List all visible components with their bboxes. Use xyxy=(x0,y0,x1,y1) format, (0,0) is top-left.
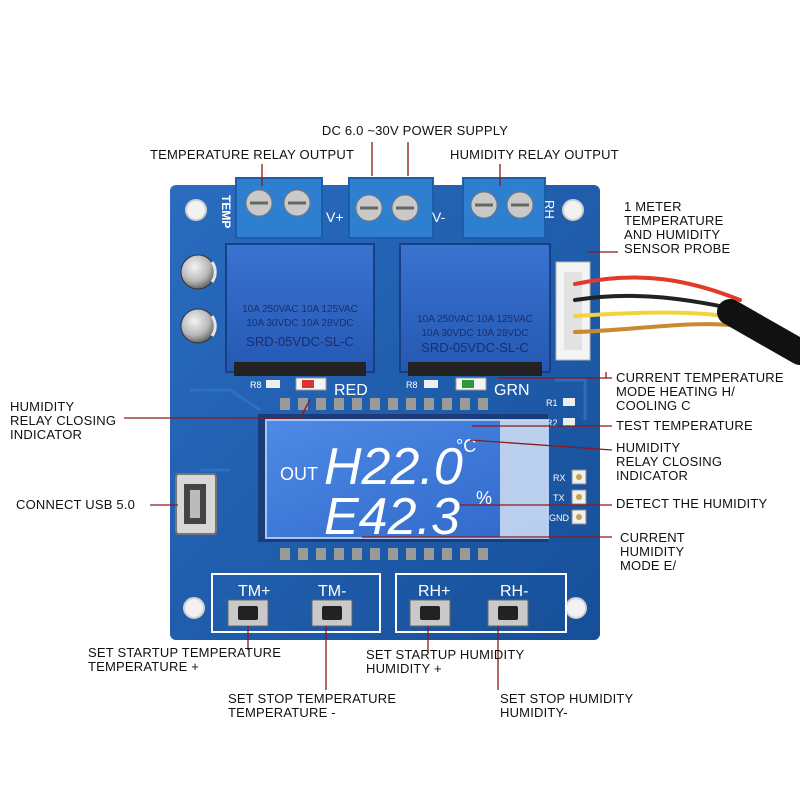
callout-set-startup-humidity: SET STARTUP HUMIDITY HUMIDITY + xyxy=(366,647,525,676)
capacitor-icon xyxy=(180,254,217,344)
rh-plus-silk: RH+ xyxy=(418,583,450,600)
button-rh-plus[interactable] xyxy=(409,599,451,627)
silk-r8-left: R8 xyxy=(250,380,262,390)
tm-minus-silk: TM- xyxy=(318,583,346,600)
uart-header xyxy=(571,469,587,525)
callout-current-humidity-mode: CURRENT HUMIDITY MODE E/ xyxy=(620,530,685,573)
silk-r8-right: R8 xyxy=(406,380,418,390)
sensor-cable-icon xyxy=(573,275,800,365)
lcd-display: OUT H22.0 °C E42.3 % xyxy=(258,414,549,546)
vminus-silk-label: V- xyxy=(432,209,446,225)
button-tm-minus[interactable] xyxy=(311,599,353,627)
smd-components xyxy=(266,377,575,426)
callout-detect-humidity: DETECT THE HUMIDITY xyxy=(616,496,768,511)
callout-connect-usb: CONNECT USB 5.0 xyxy=(16,497,136,512)
relay-2-rating-2: 10A 30VDC 10A 28VDC xyxy=(421,328,528,339)
callout-power-supply: DC 6.0 ~30V POWER SUPPLY xyxy=(321,123,509,138)
humidity-relay-terminal xyxy=(462,177,546,239)
rh-silk-label: RH xyxy=(542,200,557,219)
callout-temp-relay-output: TEMPERATURE RELAY OUTPUT xyxy=(150,147,355,162)
minus-mark: - xyxy=(396,166,400,181)
lcd-temperature-value: H22.0 xyxy=(324,438,463,496)
temp-silk-label: TEMP xyxy=(219,195,233,228)
vplus-silk-label: V+ xyxy=(326,209,344,225)
button-area-temp xyxy=(211,573,381,633)
relay-temperature: 10A 250VAC 10A 125VAC 10A 30VDC 10A 28VD… xyxy=(225,243,375,376)
relay-1-model: SRD-05VDC-SL-C xyxy=(246,334,354,349)
relay-1-rating-2: 10A 30VDC 10A 28VDC xyxy=(246,318,353,329)
callout-humidity-indicator-left: HUMIDITY RELAY CLOSING INDICATOR xyxy=(10,399,117,442)
lcd-out-label: OUT xyxy=(280,464,318,484)
leader-lines xyxy=(124,142,618,690)
power-terminal xyxy=(348,177,434,239)
callout-current-temp-mode: CURRENT TEMPERATURE MODE HEATING H/ COOL… xyxy=(616,370,784,413)
button-tm-plus[interactable] xyxy=(227,599,269,627)
silk-r1: R1 xyxy=(546,398,558,408)
lcd-pins-bottom xyxy=(280,548,488,560)
sensor-connector xyxy=(555,261,591,361)
callout-sensor-probe: 1 METER TEMPERATURE AND HUMIDITY SENSOR … xyxy=(624,199,731,256)
callout-humidity-relay-output: HUMIDITY RELAY OUTPUT xyxy=(450,147,619,162)
button-rh-minus[interactable] xyxy=(487,599,529,627)
button-area-humidity xyxy=(395,573,567,633)
rh-minus-silk: RH- xyxy=(500,583,528,600)
uart-rx: RX xyxy=(553,473,566,483)
tm-plus-silk: TM+ xyxy=(238,583,270,600)
callout-set-stop-humidity: SET STOP HUMIDITY HUMIDITY- xyxy=(500,691,634,720)
led-green-label: GRN xyxy=(494,382,530,399)
led-red-label: RED xyxy=(334,382,368,399)
relay-2-model: SRD-05VDC-SL-C xyxy=(421,340,529,355)
callout-humidity-indicator-right: HUMIDITY RELAY CLOSING INDICATOR xyxy=(616,440,723,483)
lcd-pins-top xyxy=(280,398,488,410)
temp-relay-terminal xyxy=(235,177,323,239)
lcd-temp-unit: °C xyxy=(456,436,476,456)
lcd-humidity-value: E42.3 xyxy=(324,488,460,546)
silk-r2: R2 xyxy=(546,418,558,428)
uart-gnd: GND xyxy=(549,513,570,523)
relay-humidity: 10A 250VAC 10A 125VAC 10A 30VDC 10A 28VD… xyxy=(399,243,551,376)
lcd-humidity-unit: % xyxy=(476,488,492,508)
relay-1-rating-1: 10A 250VAC 10A 125VAC xyxy=(242,304,358,315)
relay-2-rating-1: 10A 250VAC 10A 125VAC xyxy=(417,314,533,325)
callout-set-stop-temp: SET STOP TEMPERATURE TEMPERATURE - xyxy=(228,691,397,720)
plus-mark: + xyxy=(359,166,367,181)
callout-set-startup-temp: SET STARTUP TEMPERATURE TEMPERATURE + xyxy=(88,645,282,674)
usb-port xyxy=(175,473,217,535)
callout-test-temperature: TEST TEMPERATURE xyxy=(616,418,753,433)
uart-tx: TX xyxy=(553,493,565,503)
